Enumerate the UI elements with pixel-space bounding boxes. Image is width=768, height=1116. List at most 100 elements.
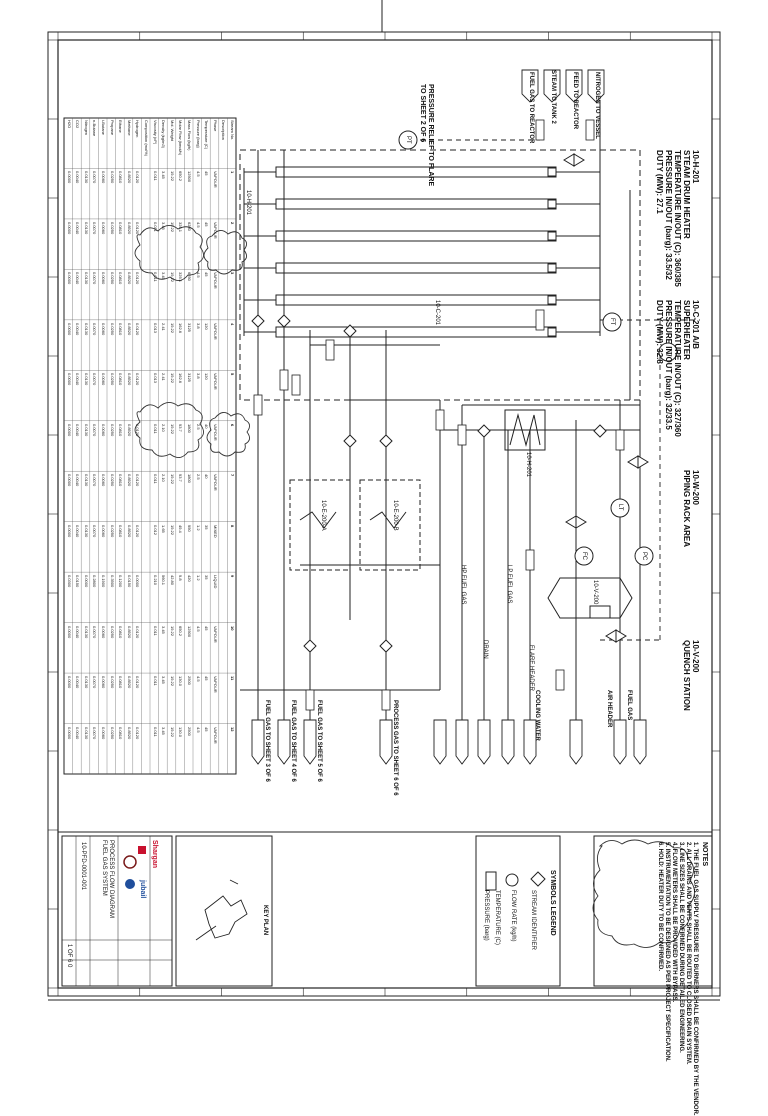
table-cell: 0.0810	[118, 726, 124, 739]
table-cell: 1800	[187, 474, 192, 484]
stream-flag	[585, 119, 595, 141]
line-label: HP FUEL GAS	[460, 565, 466, 605]
table-row-header: Pressure (barg)	[195, 120, 201, 148]
stream-flag	[305, 689, 315, 711]
title-block	[61, 835, 173, 987]
stream-flag	[615, 429, 625, 451]
table-cell: 19.22	[169, 171, 175, 182]
heater-tube	[275, 294, 557, 306]
table-cell: 0.0810	[118, 474, 124, 487]
table-cell: 0.1900	[101, 575, 106, 588]
table-cell: 0.8520	[126, 322, 132, 336]
offpage-connector	[613, 719, 627, 765]
table-cell: 0.0120	[135, 171, 141, 184]
exchanger-b-symbol	[369, 511, 407, 529]
inlet-arrows	[521, 69, 605, 103]
table-column-id: 6	[230, 423, 235, 426]
stream-flag	[325, 339, 335, 361]
table-cell: 0.013	[152, 373, 158, 384]
table-column-id: 11	[230, 676, 235, 681]
table-cell: 0.0070	[92, 322, 98, 336]
table-cell: VAPOUR	[212, 373, 218, 390]
table-cell: 93.7	[178, 474, 184, 483]
tube-bend	[547, 327, 557, 337]
table-cell: 4.5	[195, 726, 201, 733]
signal-lines	[420, 139, 700, 641]
table-cell: 0.0040	[75, 423, 81, 436]
table-cell: 0.0810	[118, 423, 124, 436]
table-cell: 0.0130	[83, 423, 89, 436]
inlet-label: FEED TO REACTOR	[572, 72, 578, 130]
table-cell: 0.0250	[109, 726, 115, 739]
offpage-connector	[569, 719, 583, 765]
table-cell: 0.0810	[118, 322, 124, 336]
table-cell: LIQUID	[212, 575, 218, 589]
table-cell: 0.8520	[126, 676, 132, 689]
table-cell: 0.0250	[109, 625, 115, 638]
revision-cloud-2	[134, 402, 204, 458]
table-cell: 19.22	[169, 726, 175, 737]
table-cell: 0.0300	[66, 575, 72, 588]
note-line: 1. THE FUEL GAS SUPPLY PRESSURE TO BURNE…	[692, 842, 698, 1116]
table-cell: 0.0250	[109, 524, 115, 537]
table-cell: 2500	[187, 726, 192, 736]
table-row-header: Nitrogen	[83, 120, 89, 136]
table-cell: 0.0000	[66, 373, 72, 386]
drawing-sheet: 10-H-201 STEAM DRUM HEATER TEMPERATURE I…	[47, 0, 721, 1116]
outlet-label: PROCESS GAS TO SHEET 6 OF 6	[392, 700, 398, 796]
inlet-label: STEAM TO TANK 2	[550, 70, 556, 124]
table-cell: 40	[204, 474, 210, 479]
table-cell: 0.0040	[75, 726, 81, 739]
drawing-rev: 0	[66, 964, 72, 968]
stream-flag	[381, 689, 391, 711]
legend-item: FLOW RATE (kg/h)	[510, 890, 516, 942]
company-1-name: Shargan	[151, 840, 158, 869]
table-cell: 0.0060	[101, 221, 106, 235]
instrument-fc: FC	[581, 552, 587, 560]
table-cell: 0.0000	[135, 575, 141, 588]
table-cell: 3.8	[195, 373, 201, 379]
table-row-header: Propane	[109, 120, 115, 136]
inlet-label: FUEL GAS TO REACTOR	[528, 72, 534, 144]
vessel-nozzle	[589, 605, 611, 619]
table-cell: 45	[204, 171, 210, 176]
table-cell: 162.6	[178, 373, 184, 384]
table-cell: 45	[204, 272, 210, 277]
table-cell: 0.0130	[83, 373, 89, 386]
unit-a-line: STEAM DRUM HEATER	[682, 150, 691, 239]
pfd-drawing	[47, 0, 721, 1001]
table-cell: 2.41	[161, 373, 167, 382]
table-cell: 0.0070	[92, 423, 98, 436]
table-cell: 0.0040	[75, 221, 81, 235]
tube-bend	[547, 167, 557, 177]
table-cell: VAPOUR	[212, 625, 218, 643]
table-cell: 19.22	[169, 272, 175, 283]
drawing-title-line: PROCESS FLOW DIAGRAM	[108, 840, 114, 919]
notes-title: NOTES	[701, 842, 708, 867]
notes-box	[593, 835, 713, 987]
table-cell: 3125	[187, 322, 192, 332]
table-cell: 0.0060	[101, 625, 106, 638]
table-cell: 0.0060	[101, 272, 106, 285]
table-cell: 0.0040	[75, 524, 81, 537]
table-cell: 0.0060	[101, 423, 106, 436]
inlet-connector	[587, 69, 605, 103]
table-cell: 0.0250	[109, 474, 115, 487]
table-row-header: Stream No.	[230, 120, 235, 141]
table-cell: 325.1	[178, 221, 184, 232]
pressure-relief-text: PRESSURE RELIEF TO FLARE	[427, 84, 434, 187]
stream-diamonds	[251, 314, 607, 653]
offpage-connector	[433, 719, 447, 765]
table-cell: 0.8520	[126, 373, 132, 386]
table-cell: 0.0070	[92, 221, 98, 235]
table-cell: 4.5	[195, 272, 201, 278]
shargan-logo-mark	[138, 846, 146, 854]
table-cell: 0.0000	[83, 575, 89, 588]
table-cell: 42.80	[169, 575, 175, 586]
table-cell: 0.0060	[101, 322, 106, 336]
table-cell: VAPOUR	[212, 726, 218, 744]
inlet-label: COOLING WATER	[534, 690, 540, 741]
table-cell: 49.4	[178, 524, 184, 533]
table-cell: 420	[187, 575, 192, 582]
table-cell: 120	[204, 322, 210, 330]
